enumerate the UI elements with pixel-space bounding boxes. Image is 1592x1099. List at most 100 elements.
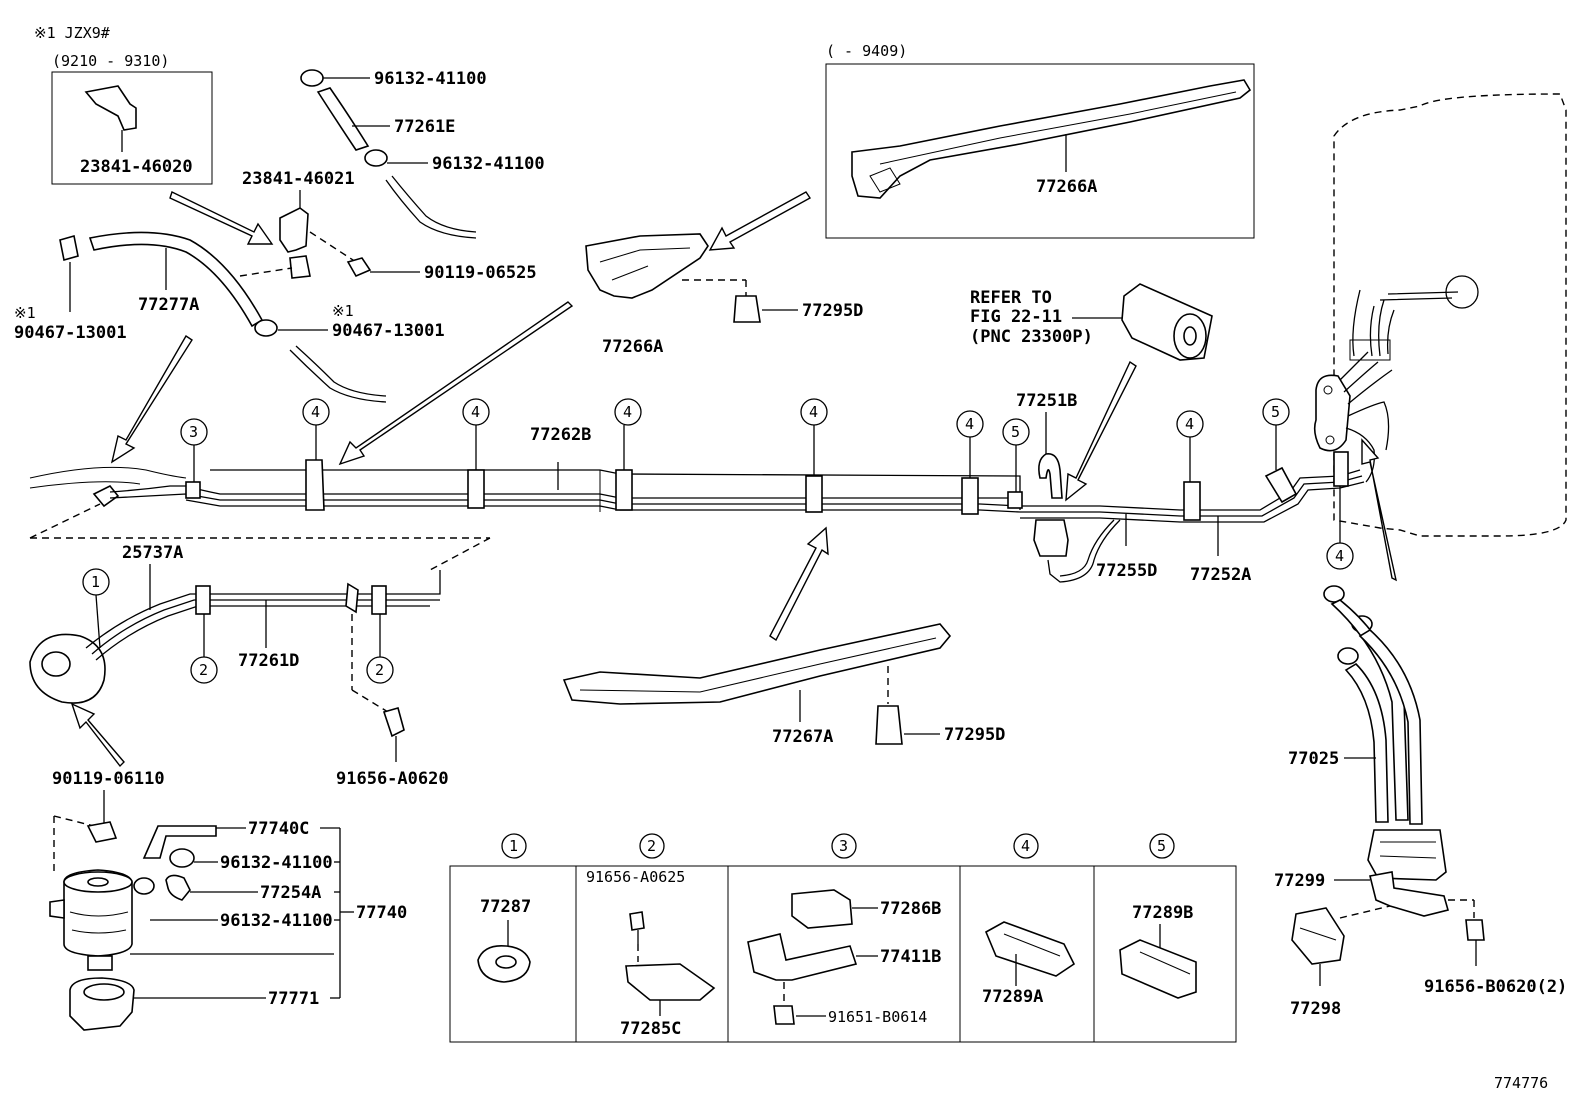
svg-text:1: 1	[91, 573, 100, 591]
legend-77286b: 77286B	[880, 899, 941, 919]
clip-96132-b	[364, 149, 388, 167]
clip-5b	[1264, 466, 1298, 504]
bracket-23841-46021-group: 23841-46021 90119-06525	[239, 169, 537, 283]
legend-77289a: 77289A	[982, 987, 1043, 1007]
label-77295d-b: 77295D	[944, 725, 1005, 745]
legend-num-4: 4	[1021, 837, 1030, 855]
plate-77267a	[562, 623, 952, 705]
main-tube-assembly	[29, 451, 1365, 583]
inset-left-range: (9210 - 9310)	[52, 52, 169, 70]
clip-96132-d	[133, 877, 155, 895]
legend-77285c: 77285C	[620, 1019, 681, 1039]
arrow-inset-right	[708, 191, 812, 251]
bolt-91656-a0620	[382, 707, 405, 738]
svg-text:FIG 22-11: FIG 22-11	[970, 307, 1062, 327]
clip-4f	[1183, 481, 1201, 521]
sender-77025-group: 77025 77299 91656-B0620(2) 77298	[1274, 585, 1567, 1019]
svg-text:3: 3	[189, 423, 198, 441]
label-90467-13001-a: 90467-13001	[14, 323, 127, 343]
clamp-77298	[1291, 907, 1345, 965]
bracket-77299	[1369, 871, 1449, 917]
svg-text:4: 4	[1185, 415, 1194, 433]
bracket-77740c	[142, 825, 217, 859]
label-23841-46020: 23841-46020	[80, 157, 193, 177]
bracket-77411b	[747, 933, 858, 981]
arrow-to-fitting	[70, 702, 125, 768]
legend-77411b: 77411B	[880, 947, 941, 967]
inset-box-left: 23841-46020	[51, 71, 213, 185]
svg-text:4: 4	[311, 403, 320, 421]
sender-flange	[1367, 829, 1447, 881]
label-23841-46021: 23841-46021	[242, 169, 355, 189]
label-77740: 77740	[356, 903, 407, 923]
svg-text:5: 5	[1271, 403, 1280, 421]
diagram-id: 774776	[1494, 1074, 1548, 1092]
label-77255d: 77255D	[1096, 561, 1157, 581]
hose-77277a-group: ※1 90467-13001 77277A ※1 90467-13001	[14, 231, 445, 403]
plate-77267a-group: 77267A 77295D	[562, 623, 1005, 747]
main-tube-callouts: 3 4 4 4 4 4 5 4 5 4	[180, 398, 1354, 570]
refer-note: REFER TO FIG 22-11 (PNC 23300P)	[970, 288, 1126, 347]
clip-2b	[371, 585, 387, 615]
filter-assembly-77740: 77740C 96132-41100 77254A 96132-41100 77…	[49, 815, 407, 1031]
clip-3	[185, 481, 201, 499]
label-77261e: 77261E	[394, 117, 455, 137]
svg-text:5: 5	[1011, 423, 1020, 441]
clip-5a	[1007, 491, 1023, 509]
label-90467-13001-b: 90467-13001	[332, 321, 445, 341]
label-90119-06525: 90119-06525	[424, 263, 537, 283]
label-77267a: 77267A	[772, 727, 833, 747]
legend-91651-b0614: 91651-B0614	[828, 1008, 927, 1026]
label-77277a: 77277A	[138, 295, 199, 315]
arrow-inset-to-bracket	[169, 191, 274, 245]
svg-text:(PNC 23300P): (PNC 23300P)	[970, 327, 1093, 347]
label-77771: 77771	[268, 989, 319, 1009]
arrow-filter-to-tube	[1065, 360, 1137, 502]
bolt-77295d-a	[733, 295, 761, 323]
legend-77289b: 77289B	[1132, 903, 1193, 923]
hose-77261e	[316, 87, 370, 151]
clip-77289a	[984, 921, 1076, 977]
bolt-91651-b0614	[773, 1005, 795, 1025]
hose-77261e-group: 96132-41100 77261E 96132-41100	[300, 69, 545, 239]
arrow-bracket-to-tube	[338, 301, 574, 466]
clip-96132-c	[169, 848, 195, 868]
hose-77254a	[165, 874, 191, 901]
arrow-plate-to-tube	[769, 526, 829, 642]
label-90119-06110: 90119-06110	[52, 769, 165, 789]
svg-text:4: 4	[965, 415, 974, 433]
label-96132-41100-b: 96132-41100	[432, 154, 545, 174]
pipe-b	[1358, 629, 1423, 825]
label-96132-41100-d: 96132-41100	[220, 911, 333, 931]
legend-77287: 77287	[480, 897, 531, 917]
svg-text:4: 4	[809, 403, 818, 421]
clip-77289b	[1119, 939, 1197, 999]
mark-1b: ※1	[332, 302, 354, 320]
label-91656-a0620: 91656-A0620	[336, 769, 449, 789]
clip-90467-13001-a	[59, 234, 79, 262]
clip-4b	[467, 469, 485, 509]
model-note: ※1 JZX9#	[34, 24, 110, 42]
svg-text:4: 4	[471, 403, 480, 421]
legend-num-1: 1	[509, 837, 518, 855]
legend-num-5: 5	[1157, 837, 1166, 855]
label-77298: 77298	[1290, 999, 1341, 1019]
bracket-23841-46020	[84, 85, 137, 131]
label-77266a-inset: 77266A	[1036, 177, 1097, 197]
clip-4g	[1333, 451, 1349, 487]
clip-77285c	[625, 963, 716, 1001]
label-77740c: 77740C	[248, 819, 309, 839]
clip-4a	[305, 459, 325, 511]
svg-text:4: 4	[623, 403, 632, 421]
clip-77286b	[791, 889, 853, 929]
label-77295d-a: 77295D	[802, 301, 863, 321]
clip-96132-a	[300, 69, 324, 87]
clip-4d	[805, 475, 823, 513]
tank-sender-lines	[1349, 275, 1479, 361]
label-77299: 77299	[1274, 871, 1325, 891]
clip-2a	[195, 585, 211, 615]
label-77262b: 77262B	[530, 425, 591, 445]
arrow-hose-to-tube	[110, 335, 193, 464]
legend-table: 1 2 3 4 5 77287 91656-A0625 77285C 77286…	[449, 833, 1237, 1043]
